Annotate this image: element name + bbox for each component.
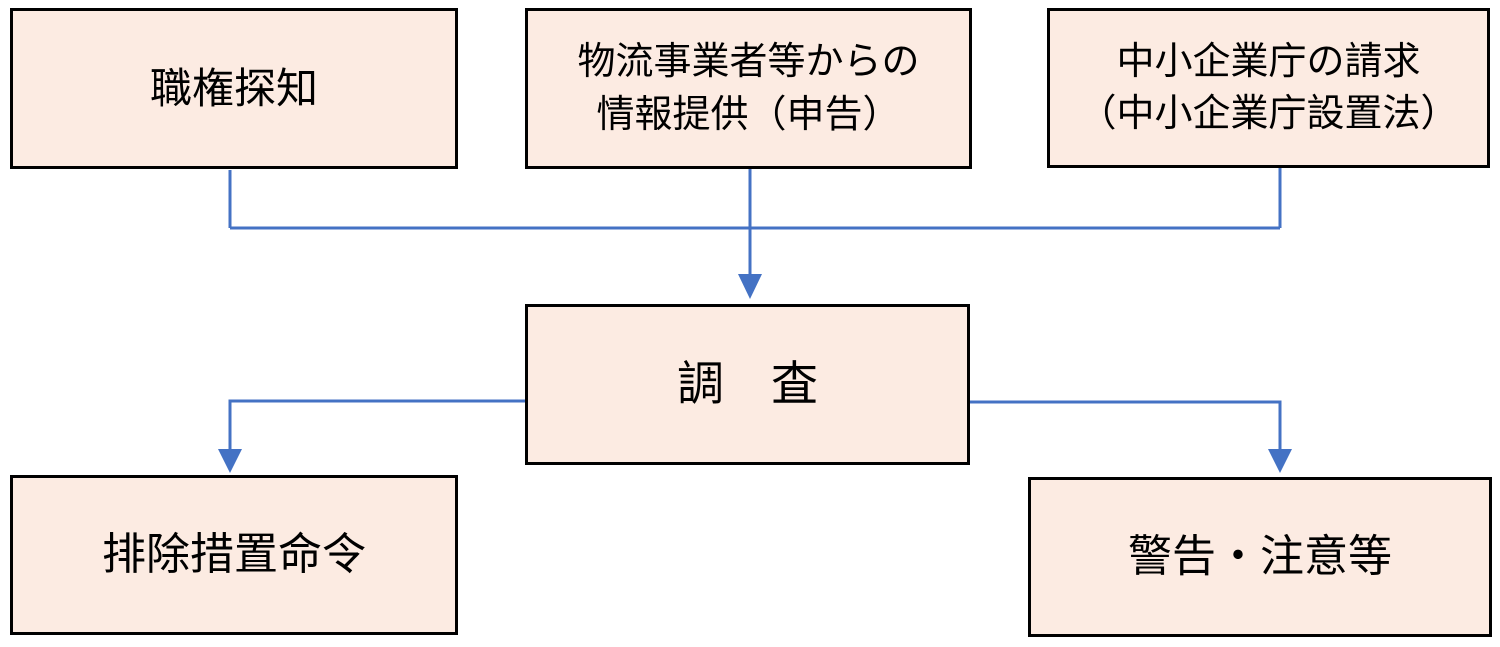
node-sme-agency-request: 中小企業庁の請求 （中小企業庁設置法） [1047, 8, 1490, 168]
arrowhead-into-center-icon [738, 274, 762, 299]
node-warning-caution: 警告・注意等 [1028, 477, 1492, 637]
connector-center-to-bottom-left [228, 399, 525, 451]
arrowhead-into-bottom-left-icon [218, 449, 242, 473]
arrowhead-into-bottom-right-icon [1268, 449, 1292, 473]
connector-center-to-bottom-right [970, 400, 1282, 451]
node-logistics-info-provision: 物流事業者等からの 情報提供（申告） [525, 8, 972, 169]
node-cease-and-desist-order: 排除措置命令 [10, 475, 458, 635]
node-investigation: 調 査 [525, 304, 970, 465]
node-ex-officio-detection: 職権探知 [10, 8, 458, 169]
